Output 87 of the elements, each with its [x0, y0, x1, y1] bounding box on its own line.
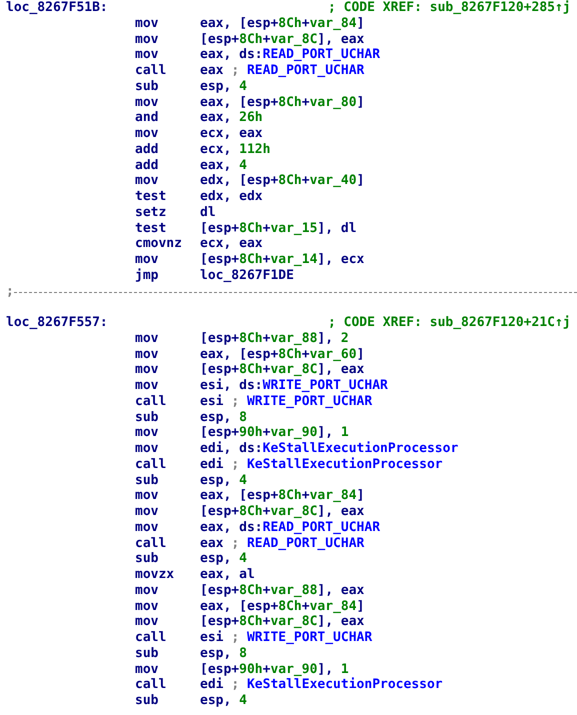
instruction-operands: edx, edx — [200, 189, 263, 204]
instruction-mnemonic: mov — [135, 252, 158, 267]
instruction-mnemonic: mov — [135, 362, 158, 378]
instruction-mnemonic: mov — [135, 94, 158, 110]
instruction-operands: esp, 4 — [200, 693, 247, 708]
code-label: loc_8267F51B: — [6, 0, 108, 15]
instruction-operands: esp, 4 — [200, 551, 247, 566]
instruction-operands: eax, ds:READ_PORT_UCHAR — [200, 520, 380, 535]
instruction-mnemonic: mov — [135, 662, 158, 676]
instruction-operands: [esp+90h+var_90], 1 — [200, 425, 349, 440]
instruction-operands: eax, ds:READ_PORT_UCHAR — [200, 47, 380, 62]
instruction-operands: [esp+8Ch+var_88], 2 — [200, 330, 349, 346]
instruction-operands: [esp+8Ch+var_14], ecx — [200, 252, 364, 267]
instruction-mnemonic: sub — [135, 472, 158, 488]
instruction-mnemonic: mov — [135, 16, 158, 31]
instruction-operands: eax, [esp+8Ch+var_84] — [200, 16, 364, 31]
instruction-mnemonic: mov — [135, 520, 158, 535]
instruction-mnemonic: mov — [135, 425, 158, 440]
instruction-mnemonic: mov — [135, 32, 158, 46]
instruction-operands: eax ; READ_PORT_UCHAR — [200, 536, 364, 550]
instruction-mnemonic: call — [135, 63, 166, 78]
instruction-operands: [esp+8Ch+var_15], dl — [200, 220, 357, 236]
instruction-operands: loc_8267F1DE — [200, 268, 294, 283]
instruction-operands: eax, [esp+8Ch+var_84] — [200, 598, 364, 614]
instruction-operands: edi, ds:KeStallExecutionProcessor — [200, 441, 458, 456]
instruction-operands: [esp+8Ch+var_8C], eax — [200, 614, 364, 630]
instruction-mnemonic: call — [135, 394, 166, 409]
instruction-operands: eax, [esp+8Ch+var_60] — [200, 346, 364, 362]
instruction-operands: dl — [200, 204, 216, 220]
instruction-mnemonic: test — [135, 189, 166, 204]
instruction-mnemonic: and — [135, 110, 158, 126]
instruction-mnemonic: mov — [135, 330, 158, 346]
instruction-operands: [esp+8Ch+var_8C], eax — [200, 504, 364, 519]
instruction-operands: eax, [esp+8Ch+var_84] — [200, 488, 364, 504]
instruction-mnemonic: mov — [135, 504, 158, 519]
instruction-mnemonic: mov — [135, 441, 158, 456]
comment-marker: ; — [6, 284, 14, 298]
instruction-mnemonic: sub — [135, 693, 158, 708]
instruction-operands: esi ; WRITE_PORT_UCHAR — [200, 394, 372, 409]
instruction-mnemonic: mov — [135, 582, 158, 598]
instruction-mnemonic: jmp — [135, 268, 158, 283]
instruction-mnemonic: mov — [135, 488, 158, 504]
instruction-operands: esi, ds:WRITE_PORT_UCHAR — [200, 378, 388, 393]
instruction-operands: eax, [esp+8Ch+var_80] — [200, 94, 364, 110]
instruction-operands: ecx, 112h — [200, 142, 270, 157]
instruction-mnemonic: setz — [135, 204, 166, 220]
instruction-mnemonic: mov — [135, 598, 158, 614]
instruction-operands: edi ; KeStallExecutionProcessor — [200, 677, 443, 692]
instruction-mnemonic: sub — [135, 78, 158, 94]
instruction-mnemonic: call — [135, 630, 166, 645]
instruction-mnemonic: mov — [135, 378, 158, 393]
instruction-mnemonic: add — [135, 142, 158, 157]
instruction-operands: esp, 8 — [200, 410, 247, 424]
instruction-mnemonic: sub — [135, 551, 158, 566]
instruction-operands: eax ; READ_PORT_UCHAR — [200, 63, 364, 78]
xref-comment: ; CODE XREF: sub_8267F120+285↑j — [328, 0, 571, 15]
instruction-mnemonic: call — [135, 536, 166, 550]
instruction-operands: esi ; WRITE_PORT_UCHAR — [200, 630, 372, 645]
instruction-operands: [esp+8Ch+var_8C], eax — [200, 32, 364, 46]
instruction-operands: esp, 4 — [200, 472, 247, 488]
instruction-mnemonic: mov — [135, 346, 158, 362]
instruction-operands: eax, 4 — [200, 158, 247, 172]
instruction-operands: [esp+8Ch+var_88], eax — [200, 582, 364, 598]
instruction-mnemonic: sub — [135, 410, 158, 424]
instruction-mnemonic: mov — [135, 614, 158, 630]
instruction-operands: ecx, eax — [200, 126, 263, 141]
instruction-mnemonic: call — [135, 456, 166, 472]
instruction-mnemonic: add — [135, 158, 158, 172]
instruction-operands: esp, 4 — [200, 78, 247, 94]
instruction-mnemonic: cmovnz — [135, 236, 182, 252]
instruction-mnemonic: test — [135, 220, 166, 236]
instruction-mnemonic: mov — [135, 126, 158, 141]
instruction-operands: esp, 8 — [200, 646, 247, 661]
instruction-operands: edi ; KeStallExecutionProcessor — [200, 456, 443, 472]
code-label: loc_8267F557: — [6, 315, 108, 330]
instruction-operands: eax, 26h — [200, 110, 263, 126]
instruction-mnemonic: sub — [135, 646, 158, 661]
instruction-operands: ecx, eax — [200, 236, 263, 252]
instruction-mnemonic: mov — [135, 173, 158, 188]
instruction-mnemonic: mov — [135, 47, 158, 62]
instruction-operands: [esp+8Ch+var_8C], eax — [200, 362, 364, 378]
instruction-operands: edx, [esp+8Ch+var_40] — [200, 173, 364, 188]
xref-comment: ; CODE XREF: sub_8267F120+21C↑j — [328, 315, 571, 330]
instruction-mnemonic: call — [135, 677, 166, 692]
instruction-operands: eax, al — [200, 567, 255, 582]
instruction-operands: [esp+90h+var_90], 1 — [200, 662, 349, 676]
instruction-mnemonic: movzx — [135, 567, 174, 582]
